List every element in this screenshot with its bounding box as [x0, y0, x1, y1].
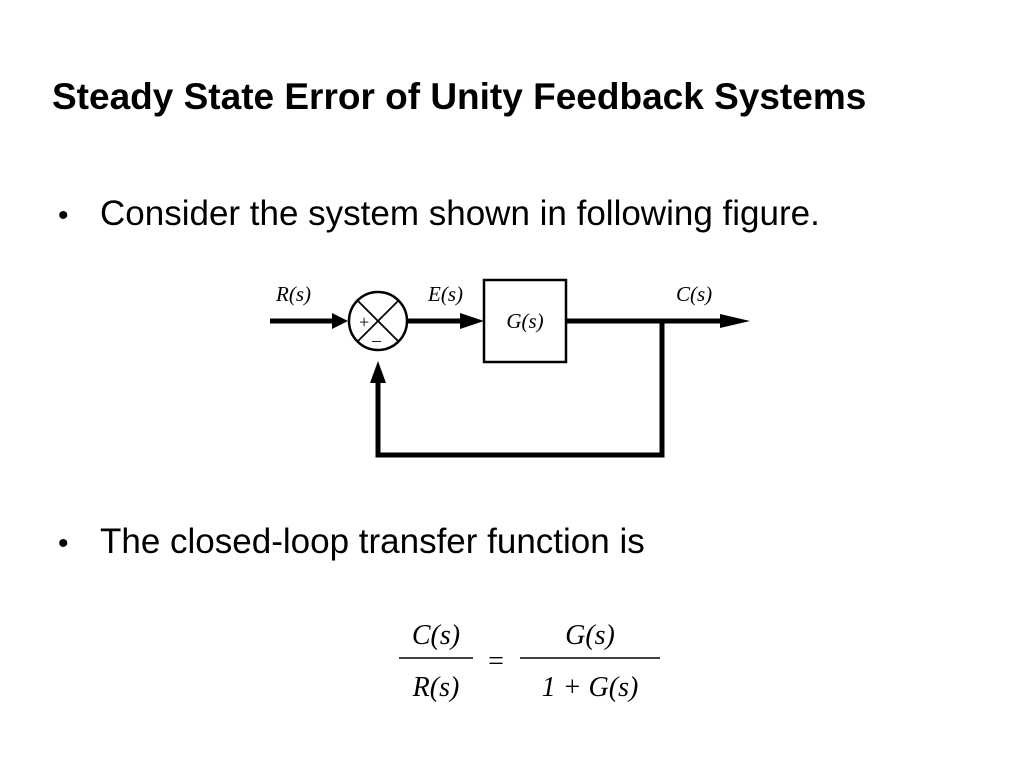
output-arrowhead — [720, 314, 750, 328]
equals-sign: = — [488, 646, 504, 677]
bullet-symbol: • — [58, 199, 69, 232]
plus-sign: + — [359, 312, 369, 332]
bullet-text: Consider the system shown in following f… — [100, 194, 820, 233]
transfer-function-equation: C(s) R(s) = G(s) 1 + G(s) — [399, 620, 660, 703]
block-label: G(s) — [506, 309, 543, 333]
input-label: R(s) — [275, 282, 311, 306]
input-arrowhead — [332, 313, 348, 329]
output-label: C(s) — [676, 282, 712, 306]
transfer-function-block — [482, 278, 568, 364]
block-diagram: + – R(s) E(s) G(s) C(s) — [270, 278, 750, 458]
lhs-denominator: R(s) — [412, 672, 460, 703]
rhs-denominator: 1 + G(s) — [542, 672, 639, 703]
bullet-item-consider: • Consider the system shown in following … — [58, 192, 820, 238]
error-arrowhead — [460, 313, 484, 329]
feedback-path-line — [375, 321, 665, 458]
rhs-numerator: G(s) — [565, 620, 615, 651]
minus-sign: – — [371, 330, 382, 350]
feedback-arrowhead — [370, 361, 386, 383]
bullet-text: The closed-loop transfer function is — [100, 522, 645, 561]
bullet-symbol: • — [58, 527, 69, 560]
error-label: E(s) — [427, 282, 463, 306]
summing-junction: + – — [347, 290, 409, 352]
slide-title: Steady State Error of Unity Feedback Sys… — [52, 76, 867, 117]
lhs-numerator: C(s) — [412, 620, 460, 651]
bullet-item-closed-loop: • The closed-loop transfer function is — [58, 520, 645, 566]
